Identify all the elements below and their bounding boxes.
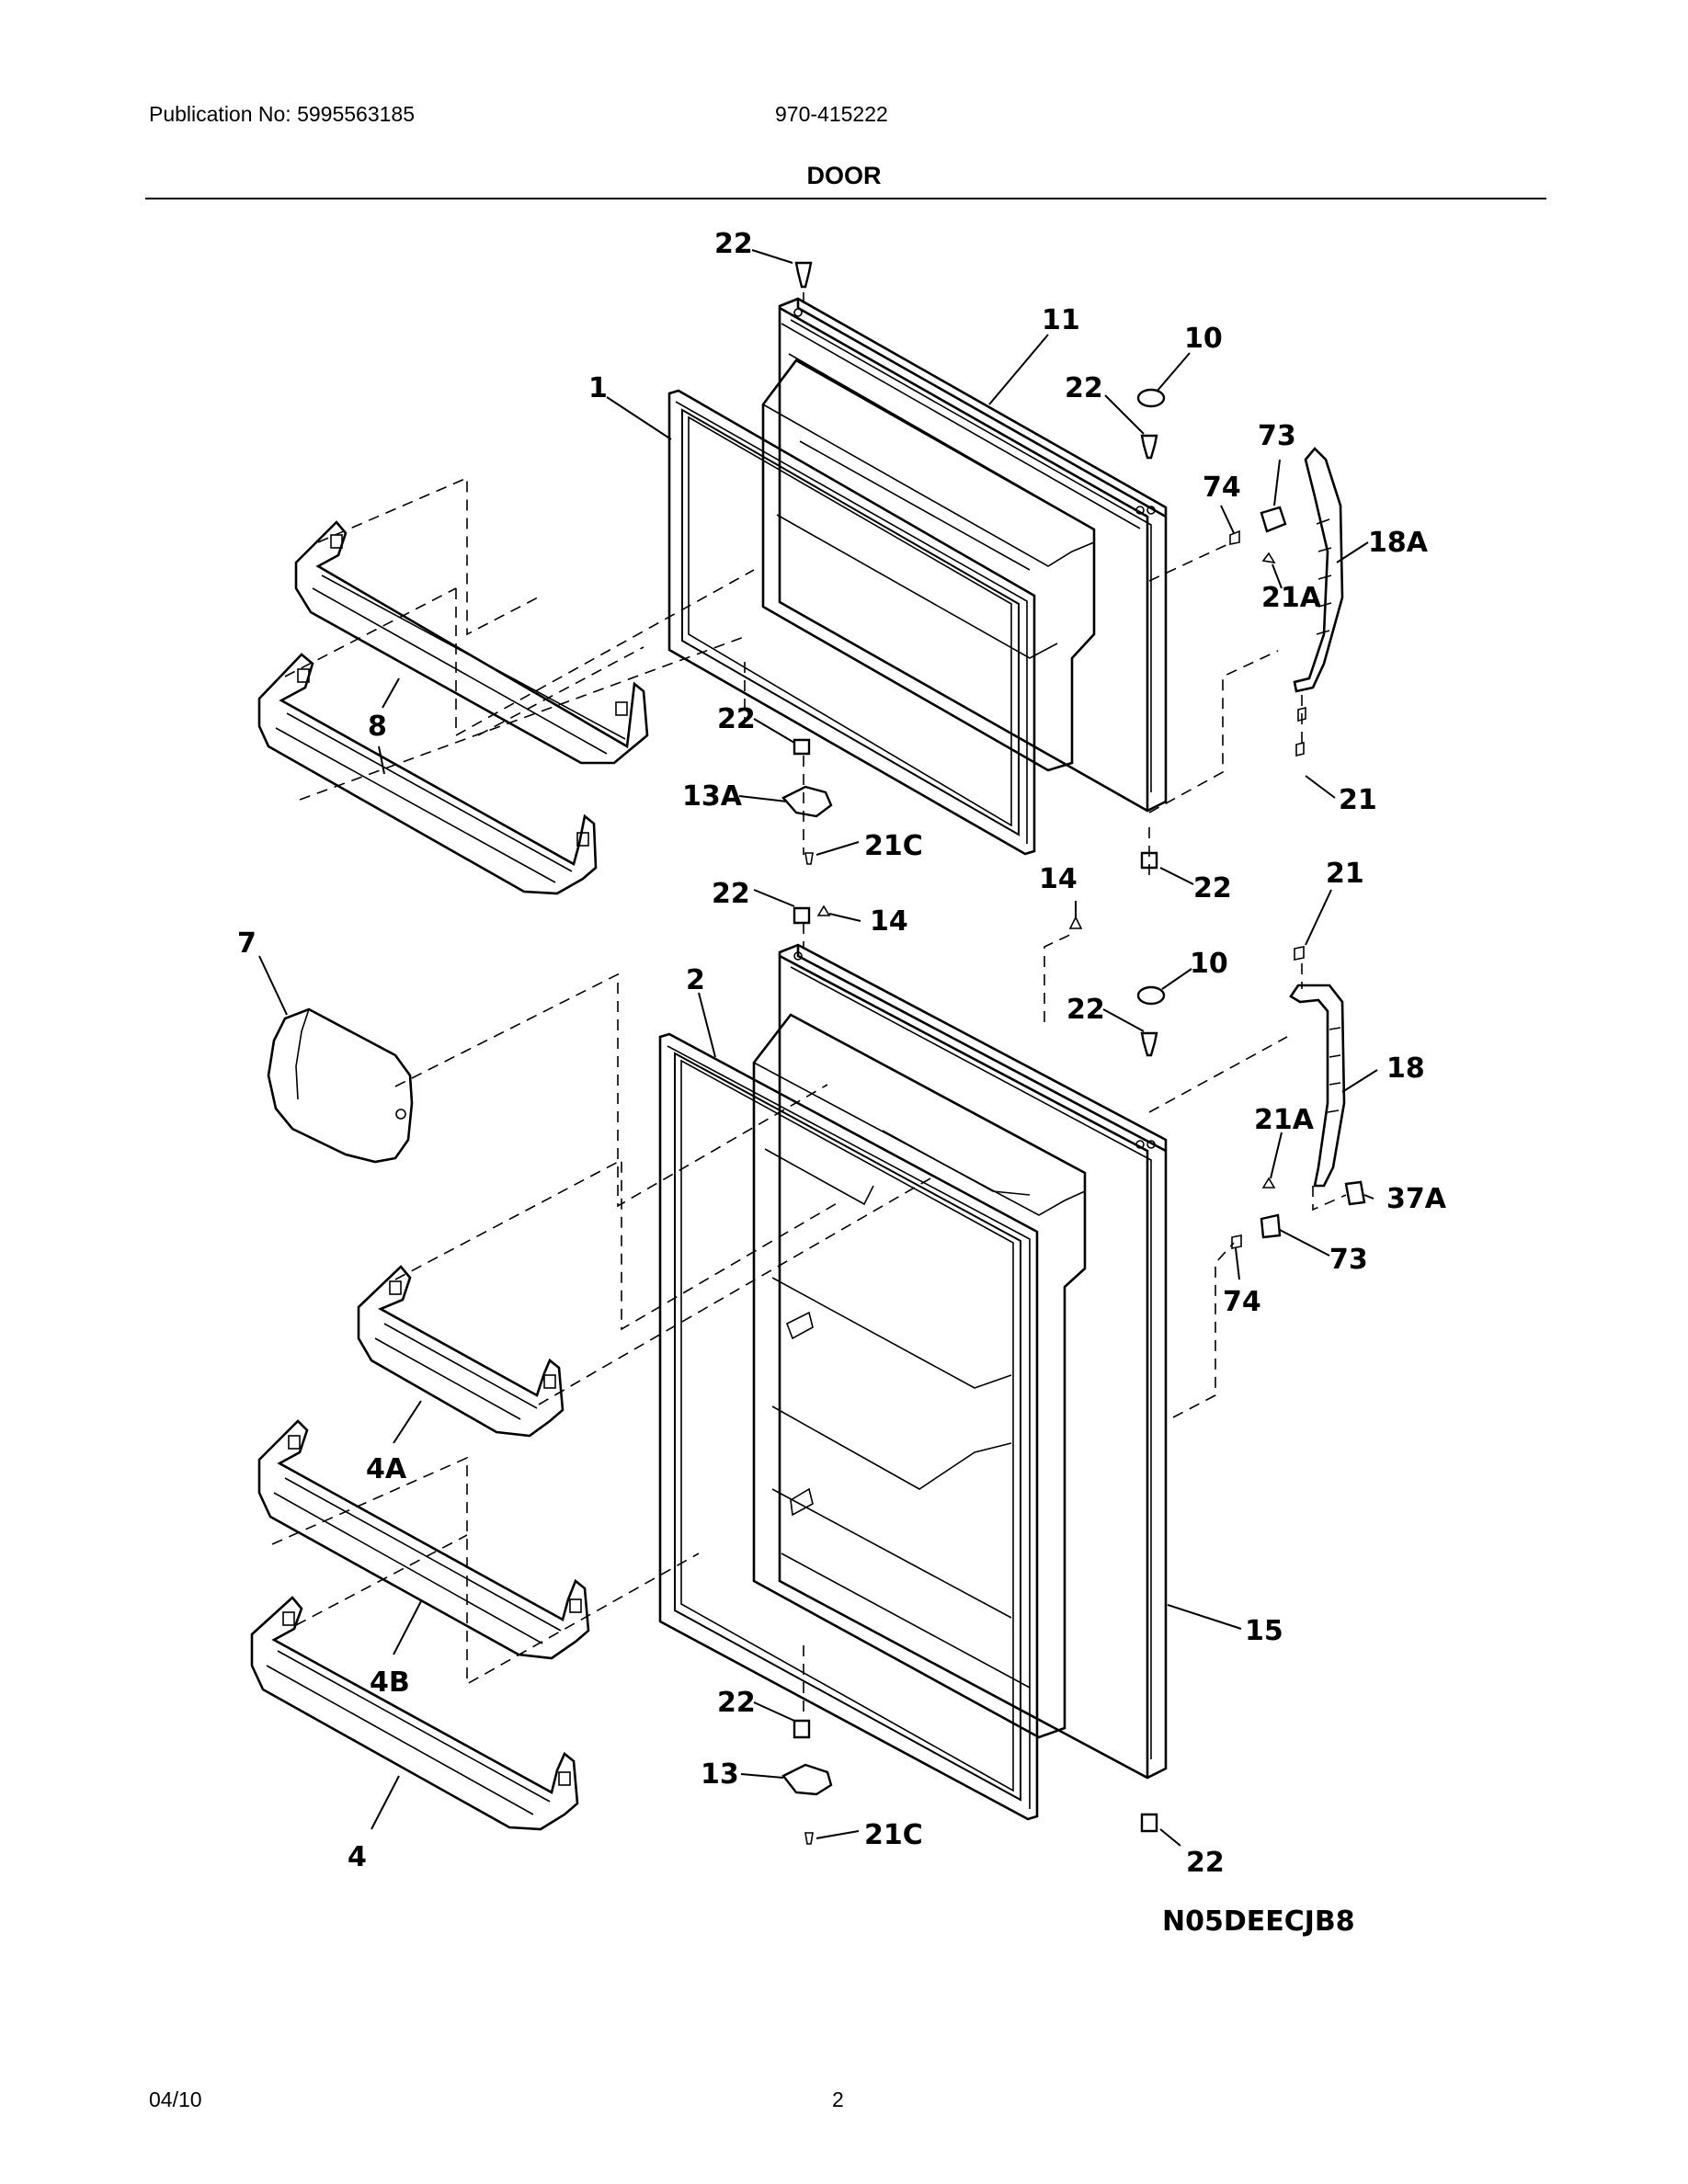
guide-line [299, 635, 747, 801]
screw-21a-lower [1261, 1177, 1276, 1189]
guide-line [1148, 1036, 1288, 1113]
callout-74-lower: 74 [1223, 1286, 1261, 1318]
callout-4b: 4B [370, 1666, 410, 1699]
callout-14-left: 14 [870, 905, 908, 938]
callout-15: 15 [1245, 1615, 1283, 1647]
callout-14-right: 14 [1039, 863, 1078, 895]
callout-22-mid-left: 22 [717, 703, 756, 735]
callout-21a-upper: 21A [1261, 582, 1322, 614]
header-rule [145, 198, 1546, 199]
screw-21-upper-b [1295, 741, 1305, 757]
callout-21c-lower: 21C [864, 1819, 923, 1851]
guide-line [295, 1534, 468, 1626]
callout-4: 4 [348, 1841, 367, 1873]
guide-line [284, 587, 457, 677]
callout-22-lower-left: 22 [717, 1687, 756, 1719]
callout-8: 8 [368, 711, 387, 743]
freezer-gasket-1 [667, 389, 1036, 856]
guide-line [1044, 933, 1073, 1022]
guide-line [271, 1456, 700, 1686]
guide-line [394, 973, 828, 1208]
hinge-13 [781, 1763, 833, 1796]
callout-22-hinge-left: 22 [712, 878, 750, 910]
callout-73-upper: 73 [1258, 420, 1296, 452]
callout-21c-upper: 21C [864, 830, 923, 862]
screw-21-lower [1294, 946, 1305, 961]
screw-22-top [794, 261, 813, 289]
hinge-13a [781, 785, 833, 818]
screw-74-upper [1229, 529, 1240, 545]
fresh-food-door-15 [752, 943, 1168, 1780]
callout-10-lower: 10 [1190, 948, 1228, 980]
freezer-shelf-8-upper [294, 520, 649, 765]
guide-line [455, 569, 755, 737]
screw-74-lower [1231, 1234, 1242, 1249]
hinge-pin-22-lower-left [793, 1719, 811, 1739]
screw-22-lower-right [1140, 1031, 1158, 1057]
hinge-pin-22-upper-door [1140, 851, 1158, 870]
callout-37a: 37A [1386, 1183, 1447, 1215]
end-cap-37a [1344, 1180, 1366, 1206]
model-number: 970-415222 [775, 102, 888, 126]
freezer-handle-18a [1293, 447, 1344, 693]
guide-line [1148, 541, 1233, 582]
door-shelf-4b [257, 1419, 590, 1660]
guide-line [538, 1177, 931, 1405]
hinge-pin-22-bottom [1140, 1813, 1158, 1833]
guide-line [317, 476, 539, 636]
callout-22-bottom: 22 [1186, 1847, 1225, 1879]
fresh-food-handle-18 [1289, 984, 1346, 1188]
ice-bucket-7 [267, 1007, 414, 1164]
freezer-door-11 [761, 297, 1168, 813]
hinge-cap-73-upper [1260, 506, 1287, 533]
callout-13a: 13A [682, 780, 743, 813]
screw-14-left [816, 904, 831, 916]
guide-line [394, 1158, 839, 1331]
callout-22-upper-door-bottom: 22 [1193, 872, 1232, 904]
callout-18a: 18A [1368, 527, 1429, 559]
screw-21c-lower [804, 1832, 814, 1845]
screw-14-right [1068, 916, 1083, 929]
callout-10-upper: 10 [1184, 323, 1223, 355]
callout-22-lower-right: 22 [1066, 994, 1105, 1026]
freezer-shelf-8-lower [257, 653, 598, 895]
screw-21a-upper [1261, 552, 1276, 564]
callout-21-upper: 21 [1339, 784, 1377, 816]
callout-1: 1 [588, 372, 608, 404]
hinge-cap-73-lower [1260, 1213, 1282, 1239]
screw-21c-upper [804, 852, 814, 865]
callout-7: 7 [237, 927, 257, 960]
guide-line [1312, 1186, 1347, 1211]
hinge-pin-22-upper-left [793, 906, 811, 925]
callout-22-upper-right: 22 [1065, 372, 1103, 404]
publication-date: 04/10 [149, 2087, 202, 2111]
fresh-food-gasket-2 [658, 1032, 1039, 1821]
plug-10-upper [1136, 388, 1166, 408]
guide-line [477, 646, 644, 736]
guide-line [1148, 650, 1279, 813]
callout-74-upper: 74 [1203, 472, 1241, 504]
page-number: 2 [832, 2087, 844, 2111]
callout-11: 11 [1042, 304, 1080, 336]
diagram-code: N05DEECJB8 [1162, 1905, 1355, 1938]
callout-13: 13 [701, 1758, 739, 1791]
page-title: DOOR [806, 162, 882, 189]
publication-number: Publication No: 5995563185 [149, 102, 416, 126]
callout-21a-lower: 21A [1254, 1104, 1315, 1136]
door-shelf-4 [250, 1596, 579, 1831]
callout-18: 18 [1386, 1052, 1425, 1085]
leader-lines [258, 249, 1378, 1847]
screw-22-upper-right [1140, 434, 1158, 460]
hinge-pin-22-mid [793, 738, 811, 756]
door-shelf-4a [357, 1265, 565, 1438]
callout-22-top: 22 [714, 228, 753, 260]
callout-4a: 4A [366, 1453, 407, 1485]
plug-10-lower [1136, 985, 1166, 1006]
screw-21-upper-a [1297, 706, 1306, 722]
guide-line [1172, 1242, 1235, 1418]
callout-2: 2 [686, 964, 705, 996]
callout-21-lower: 21 [1326, 858, 1364, 890]
callout-73-lower: 73 [1329, 1244, 1368, 1276]
